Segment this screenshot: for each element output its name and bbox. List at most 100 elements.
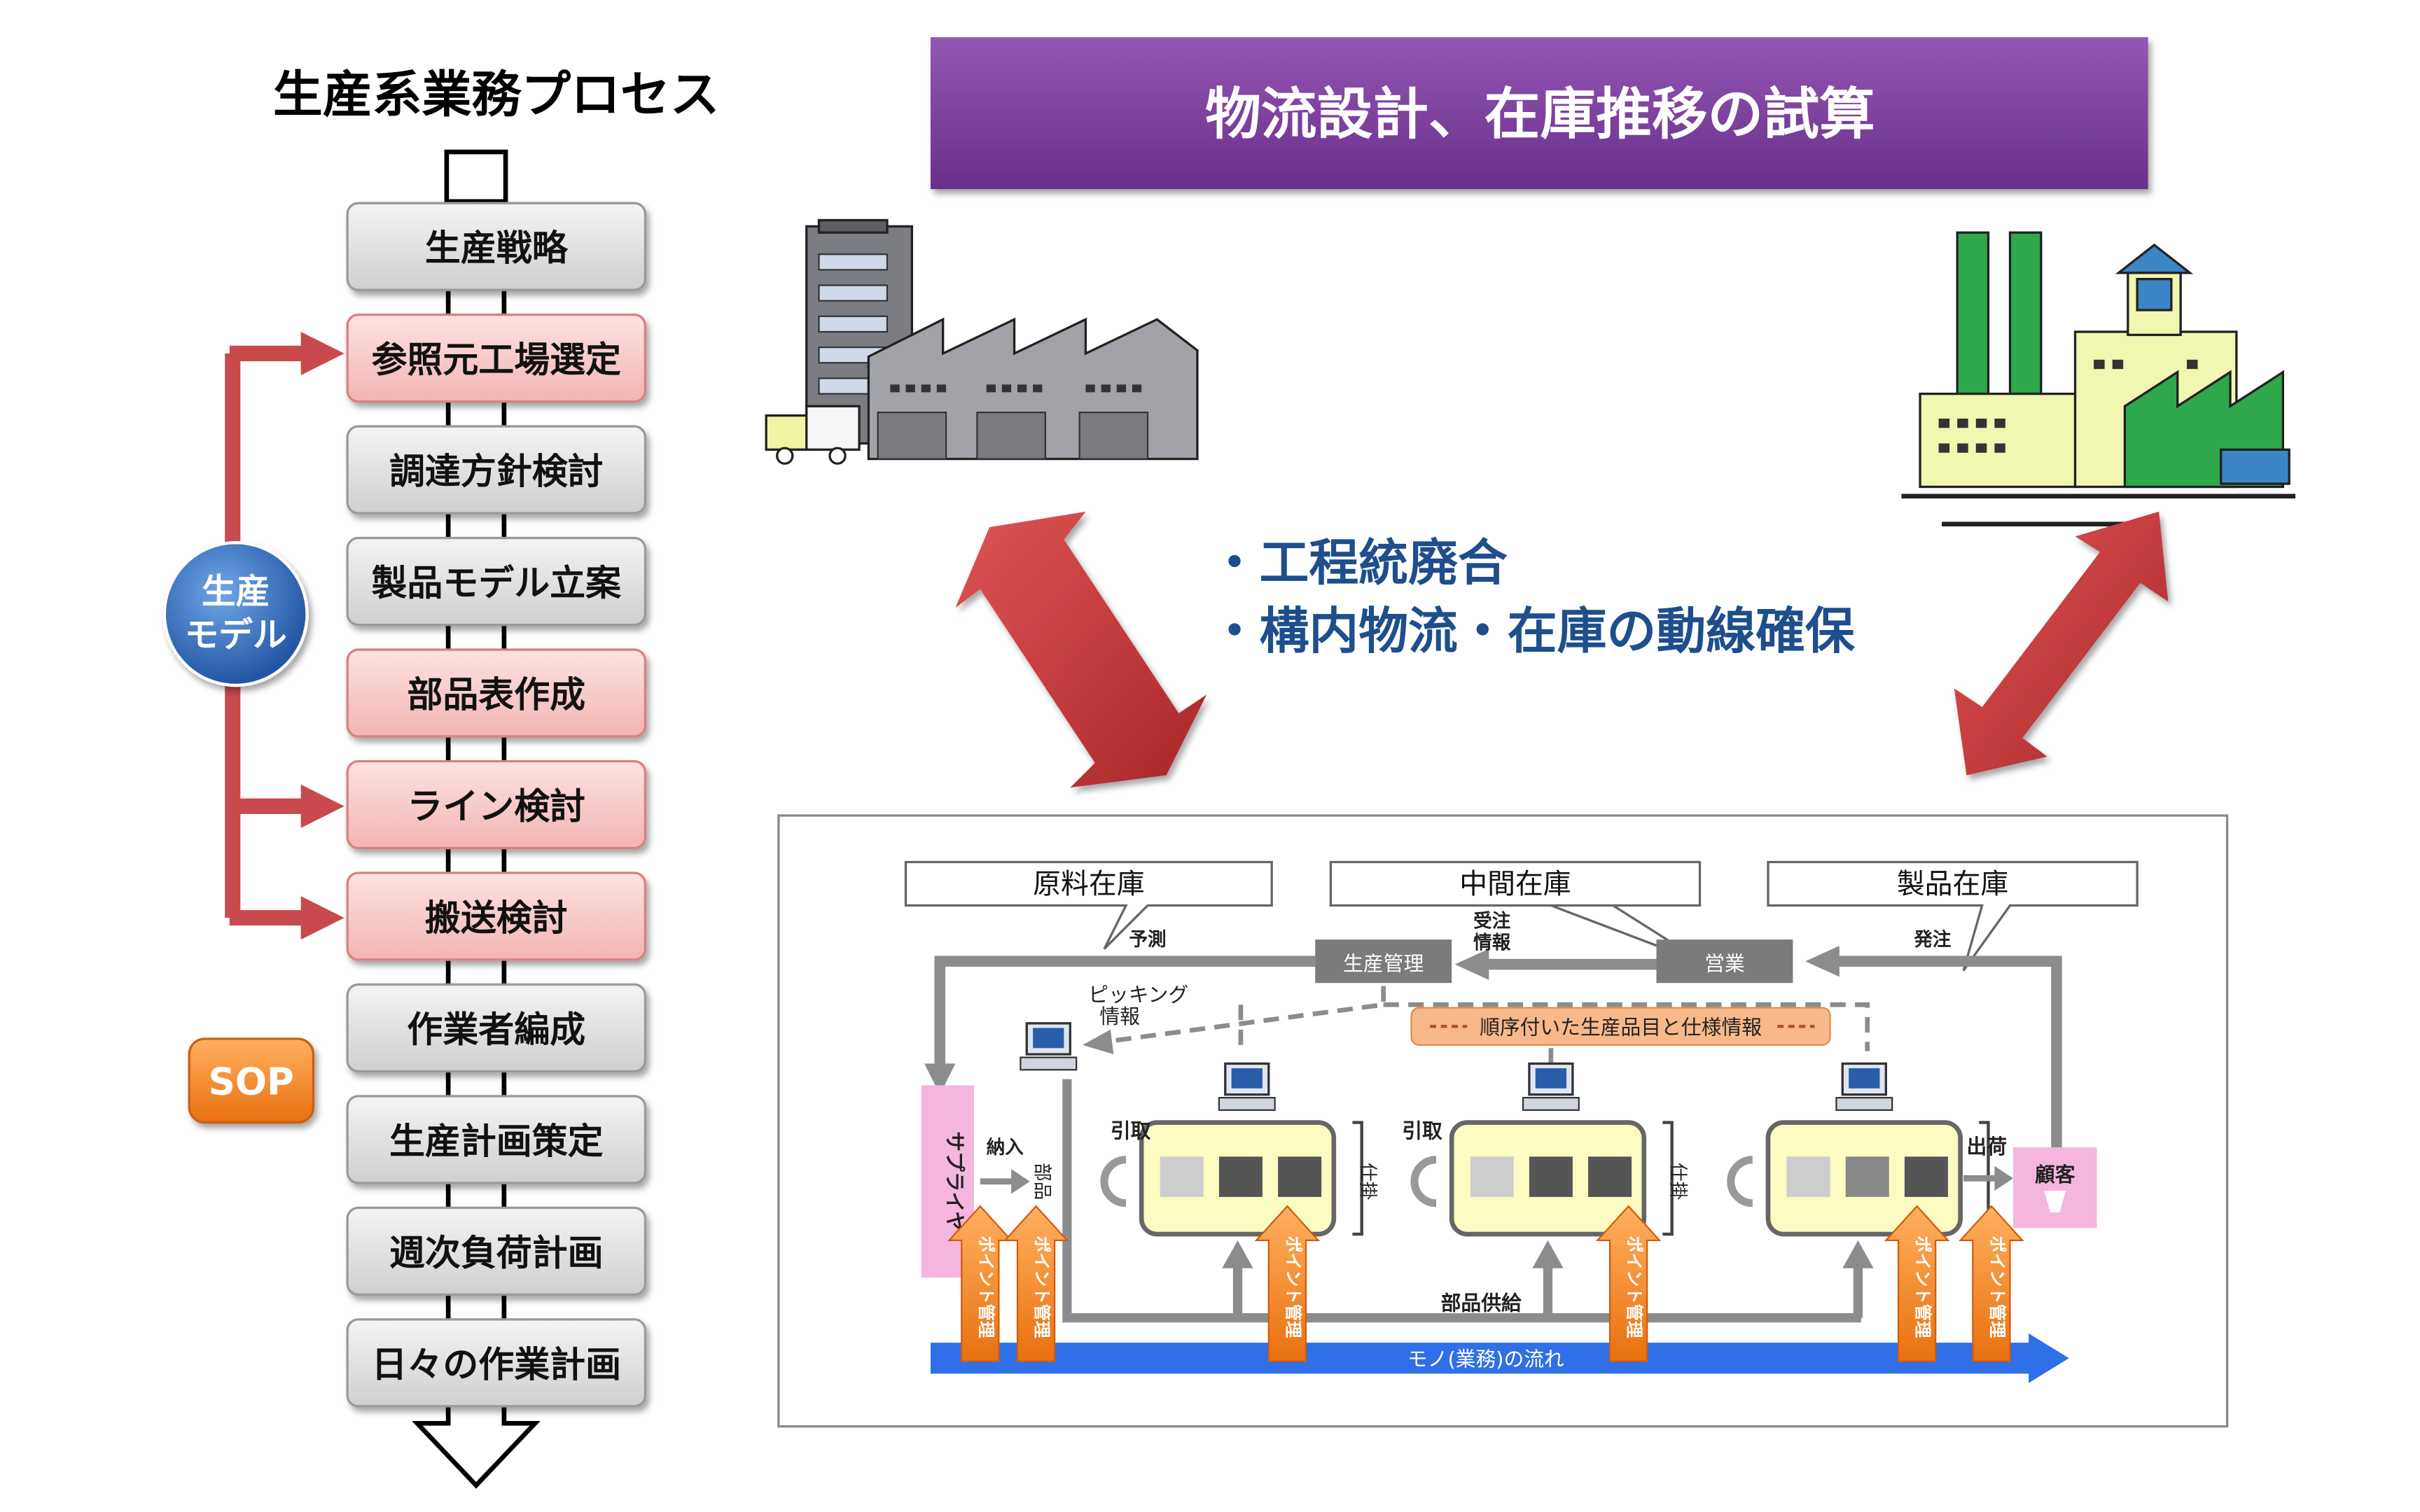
bubble-wip-inventory-label: 中間在庫: [1459, 868, 1571, 900]
order-info-label-1: 受注: [1473, 911, 1511, 932]
process-step-label: 生産計画策定: [389, 1121, 604, 1163]
process-step-label: ライン検討: [407, 786, 585, 827]
point-mgmt-label: ポイント管理: [1987, 1236, 2008, 1338]
process-step-box: [346, 1095, 647, 1184]
picking-arrowhead: [1083, 1029, 1114, 1055]
customer-label: 顧客: [2035, 1163, 2075, 1186]
sop-badge-label: SOP: [209, 1060, 294, 1104]
point-mgmt-label: ポイント管理: [1283, 1236, 1303, 1338]
point-mgmt-label: ポイント管理: [976, 1236, 996, 1338]
process-step-box: [346, 1206, 647, 1296]
point-mgmt-arrow: ポイント管理: [1959, 1205, 2024, 1362]
picking-info-dashed: [1104, 986, 1870, 1064]
point-mgmt-label: ポイント管理: [1032, 1236, 1052, 1338]
pull-label-1: 引取: [1111, 1119, 1151, 1143]
bubble-raw-inventory-label: 原料在庫: [1033, 868, 1144, 900]
model-badge-line1: 生産: [202, 573, 270, 612]
double-arrow-left: [955, 511, 1207, 788]
parts-label: 部品: [1031, 1163, 1053, 1200]
parts-supply-arrowheads: [1222, 1240, 1874, 1268]
process-steps: 生産戦略参照元工場選定調達方針検討製品モデル立案部品表作成ライン検討搬送検討作業…: [346, 202, 647, 1408]
sequence-info-box: [1410, 1007, 1831, 1046]
factory-plant-icon: [1901, 231, 2296, 526]
bullet-logistics-flow: ・構内物流・在庫の動線確保: [1210, 602, 1856, 660]
process-step-box: [346, 1318, 647, 1408]
process-step-label: 作業者編成: [407, 1009, 585, 1051]
factory-building-icon: [765, 218, 1199, 465]
picking-label-1: ピッキング: [1088, 983, 1188, 1007]
point-mgmt-label: ポイント管理: [1625, 1236, 1645, 1338]
pull-label-2: 引取: [1402, 1119, 1442, 1143]
picking-label-2: 情報: [1099, 1004, 1140, 1028]
computer-icon: [1218, 1062, 1276, 1111]
sop-badge: [188, 1037, 315, 1124]
order-info-label-2: 情報: [1473, 932, 1511, 954]
shipment-label: 出荷: [1966, 1135, 2007, 1158]
sales-box: [1656, 939, 1793, 983]
bubble-wip-inventory: [1329, 860, 1707, 966]
bubble-raw-inventory: [904, 860, 1273, 950]
banner: [930, 37, 2148, 190]
order-label: 発注: [1913, 929, 1952, 951]
shipment-arrowhead: [1994, 1166, 2013, 1191]
process-step-box: [346, 760, 647, 850]
parts-supply-label: 部品供給: [1441, 1292, 1522, 1315]
process-top-stub: [444, 149, 508, 204]
point-mgmt-arrows: ポイント管理 ポイント管理 ポイント管理 ポイント管理 ポイント管理 ポイント管理: [947, 1205, 2024, 1362]
computer-icon: [1522, 1062, 1580, 1111]
process-station: [1100, 1120, 1363, 1237]
process-step-label: 搬送検討: [425, 898, 568, 939]
bubble-product-inventory: [1767, 860, 2139, 972]
process-title: 生産系業務プロセス: [273, 65, 720, 123]
process-down-arrow: [412, 1402, 541, 1489]
process-step-box: [346, 983, 647, 1073]
process-step-label: 部品表作成: [407, 675, 585, 716]
bullet-process-consolidation: ・工程統廃合: [1210, 533, 1508, 592]
forecast-label: 予測: [1129, 929, 1166, 951]
goods-flow-arrow: [930, 1333, 2069, 1383]
process-step-box: [346, 648, 647, 738]
model-badge-line2: モデル: [185, 616, 287, 655]
process-step-label: 日々の作業計画: [371, 1345, 621, 1386]
bubble-product-inventory-label: 製品在庫: [1897, 868, 2008, 900]
point-mgmt-arrow: ポイント管理: [1595, 1205, 1662, 1362]
point-mgmt-arrow: ポイント管理: [1003, 1205, 1069, 1362]
process-step-box: [346, 425, 647, 514]
production-mgmt-label: 生産管理: [1343, 952, 1424, 976]
parts-supply-lines: [1062, 1079, 1863, 1323]
process-station: [1410, 1120, 1674, 1237]
delivery-label: 納入: [987, 1137, 1024, 1158]
supplier-label: サプライヤ: [943, 1131, 966, 1231]
info-flow-arrowheads: [924, 946, 1840, 1095]
process-step-box: [346, 313, 647, 403]
point-mgmt-arrow: ポイント管理: [1254, 1205, 1321, 1362]
computer-icon: [1835, 1062, 1893, 1111]
point-mgmt-arrow: ポイント管理: [1884, 1205, 1950, 1362]
process-boxes: [1100, 1120, 1990, 1237]
process-step-label: 調達方針検討: [389, 451, 604, 493]
sales-label: 営業: [1704, 952, 1745, 976]
process-step-box: [346, 536, 647, 626]
point-mgmt-arrow: ポイント管理: [947, 1205, 1013, 1362]
banner-title: 物流設計、在庫推移の試算: [1205, 81, 1875, 146]
process-step-label: 生産戦略: [425, 228, 569, 270]
goods-flow-label: モノ(業務)の流れ: [1407, 1347, 1564, 1371]
process-step-box: [346, 202, 647, 291]
wip-label-1: 仕掛: [1357, 1163, 1379, 1200]
customer-box: [2012, 1147, 2097, 1228]
process-step-box: [346, 872, 647, 961]
production-mgmt-box: [1315, 939, 1452, 983]
wip-label-2: 仕掛: [1667, 1163, 1689, 1200]
double-arrow-right: [1954, 511, 2169, 776]
computers: [1020, 1022, 1893, 1111]
process-station: [1727, 1120, 1990, 1237]
process-step-label: 週次負荷計画: [389, 1233, 604, 1274]
delivery-arrowhead: [1011, 1169, 1030, 1194]
computer-icon: [1020, 1022, 1078, 1071]
process-step-label: 製品モデル立案: [371, 564, 622, 605]
info-flow-lines: [934, 955, 2062, 1157]
customer-icon: [2044, 1191, 2066, 1213]
